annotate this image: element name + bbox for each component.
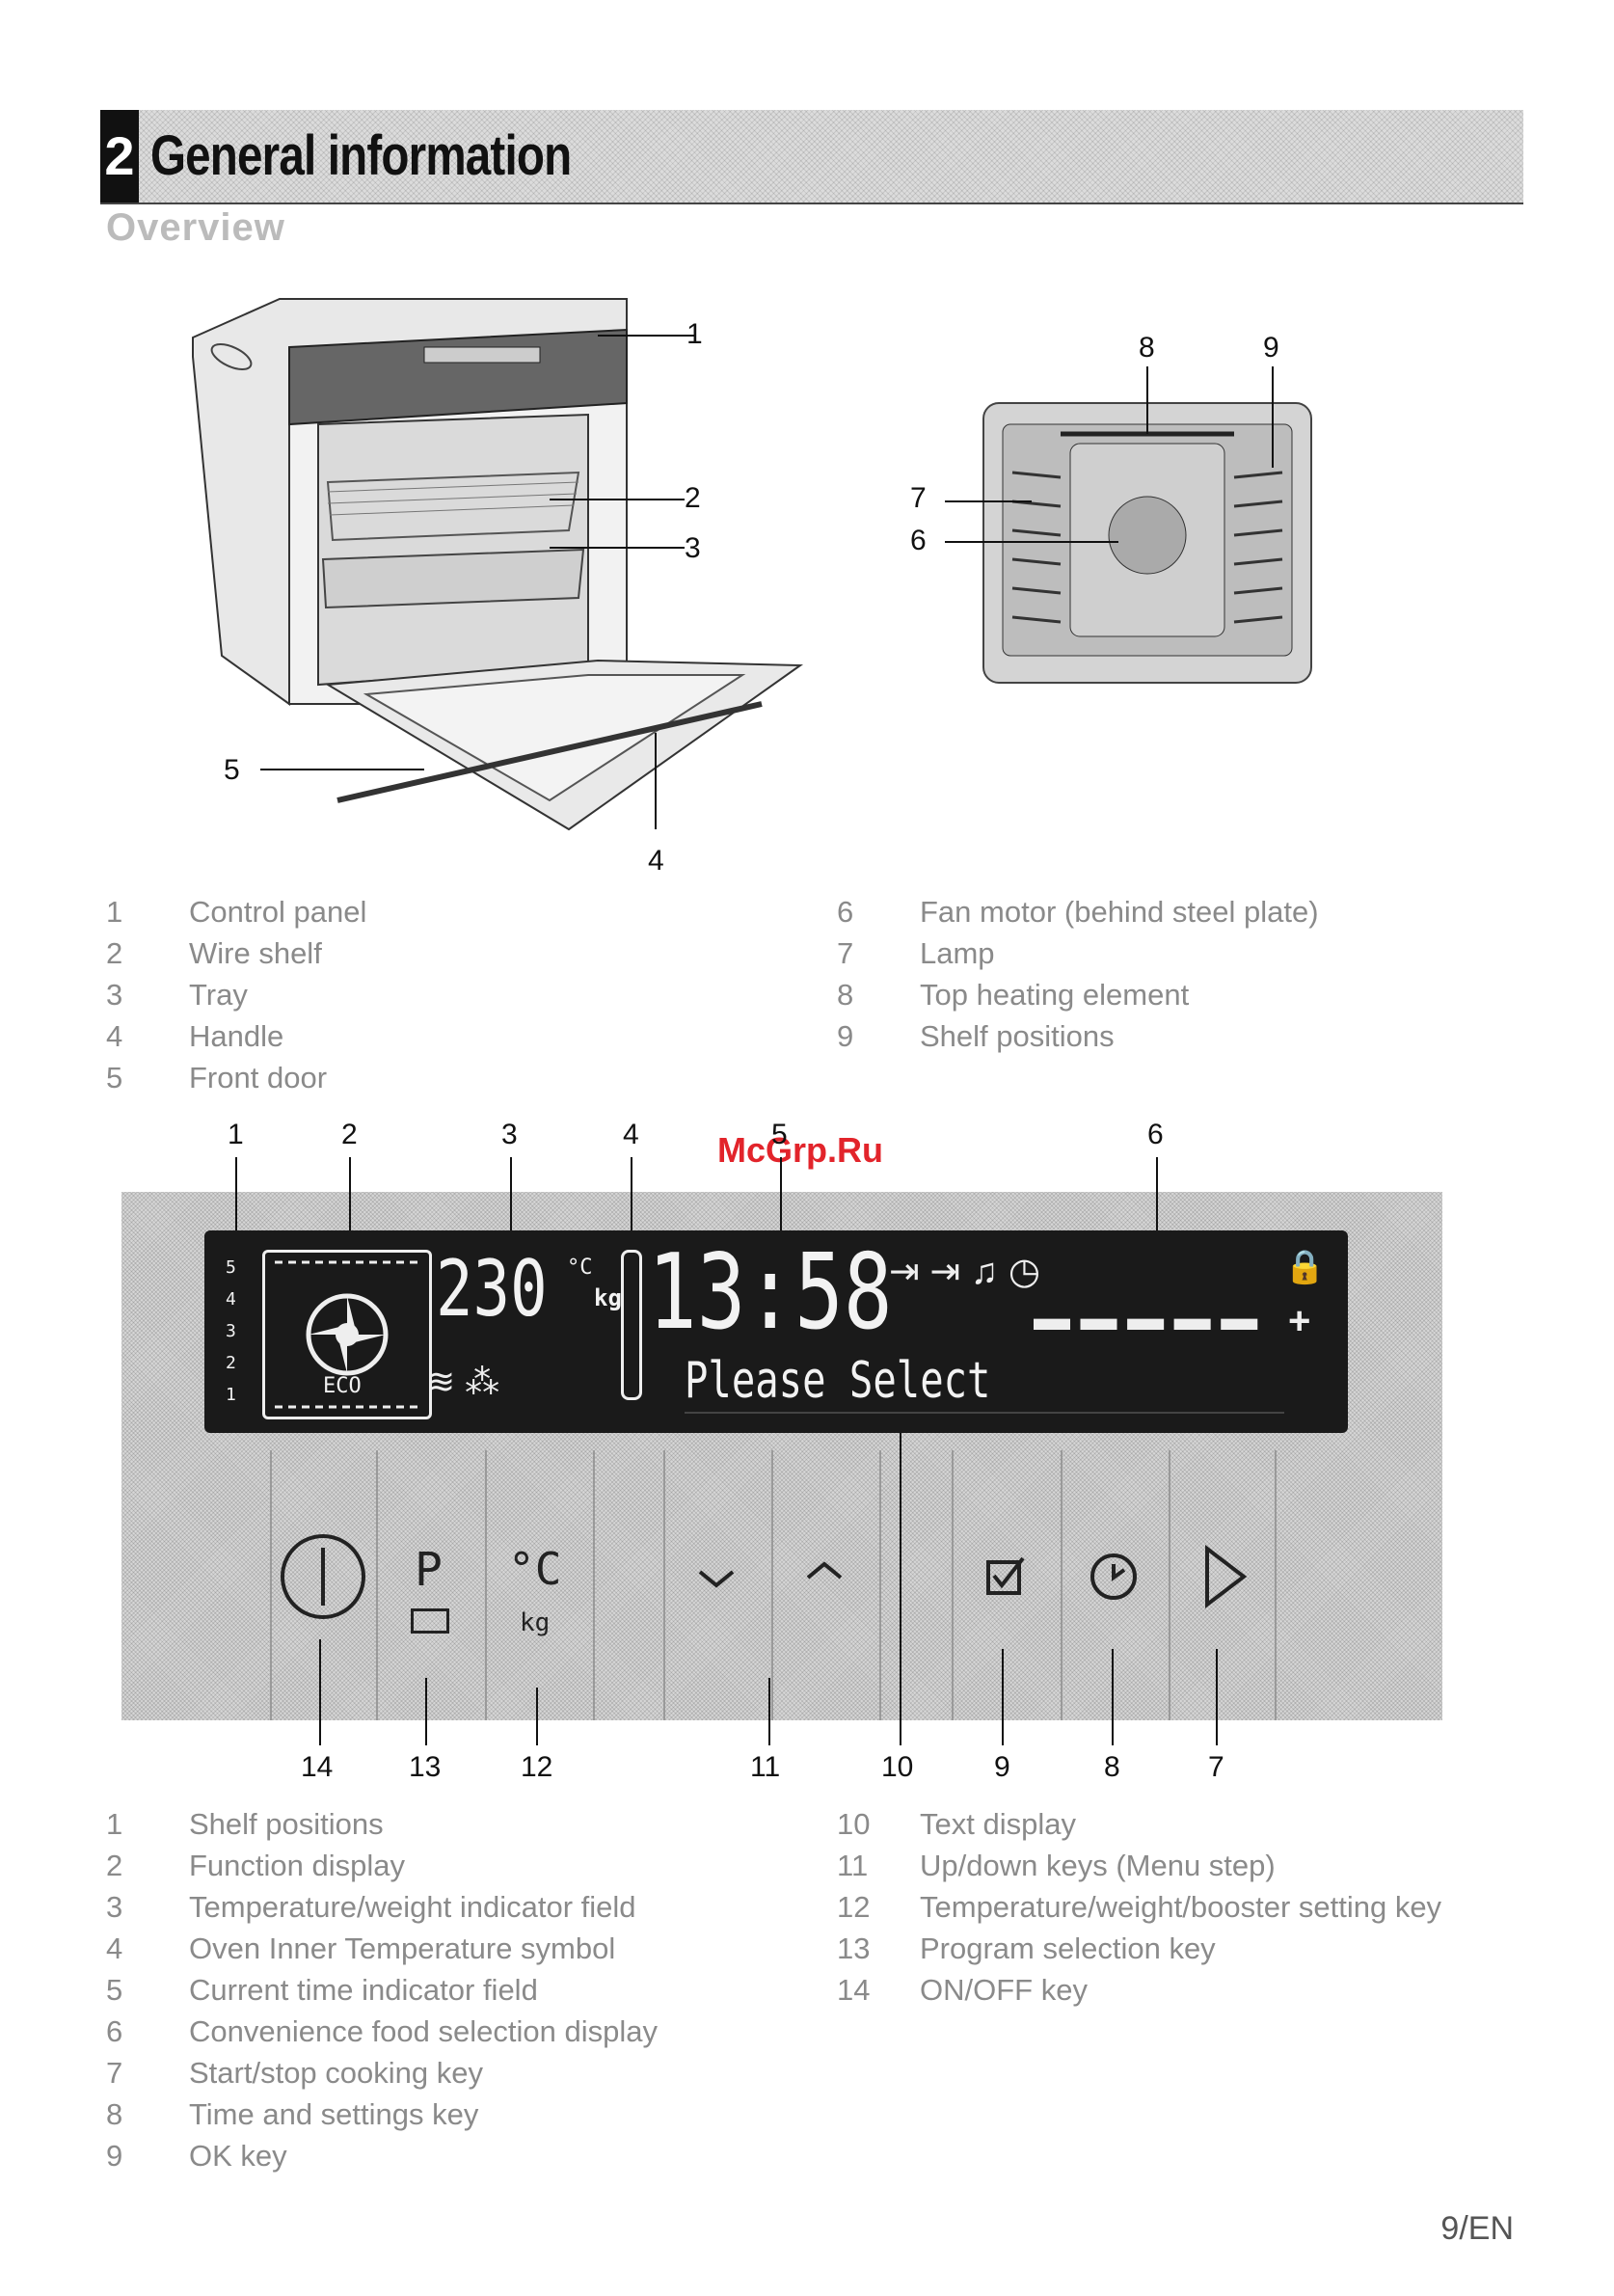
panel-leader-lines [235, 1157, 1218, 1745]
heating-icon: ≋ ⁂ [426, 1362, 500, 1401]
oven-interior-illustration [945, 366, 1312, 684]
panel-callout-9: 9 [994, 1751, 1010, 1783]
book-icon [411, 1608, 449, 1634]
panel-callout-1: 1 [228, 1119, 244, 1150]
plus-icon: + [1288, 1300, 1311, 1342]
clock-readout: 13:58 [648, 1232, 893, 1353]
callout-6: 6 [910, 525, 927, 556]
power-icon [281, 1534, 365, 1619]
chapter-number: 2 [100, 110, 139, 203]
ok-key[interactable] [952, 1504, 1058, 1649]
page-number: 9/EN [1440, 2210, 1514, 2247]
panel-callout-6: 6 [1147, 1119, 1164, 1150]
panel-callout-5: 5 [771, 1119, 788, 1150]
panel-callout-3: 3 [501, 1119, 518, 1150]
on-off-key[interactable] [270, 1504, 376, 1649]
checkbox-icon [986, 1556, 1025, 1595]
chapter-header: 2 General information [100, 110, 1523, 204]
oven-inner-temperature-icon [621, 1250, 642, 1400]
lcd-display: 5 4 3 2 1 ECO 230 °C kg ≋ ⁂ 13:58 ⇥ ⇥ ♫ … [204, 1230, 1348, 1433]
function-display: ECO [262, 1250, 432, 1419]
weight-unit: kg [594, 1284, 622, 1311]
callout-2: 2 [685, 482, 701, 514]
temp-key-label: °C [508, 1543, 562, 1595]
callout-1: 1 [686, 318, 703, 350]
callout-8: 8 [1139, 332, 1155, 364]
time-settings-key[interactable] [1061, 1504, 1167, 1649]
convenience-food-icons: ▬ ▬ ▬ ▬ ▬ [1034, 1298, 1258, 1338]
panel-callout-4: 4 [623, 1119, 639, 1150]
program-key-label: P [415, 1543, 443, 1597]
clock-icon [1090, 1553, 1137, 1600]
panel-callout-13: 13 [409, 1751, 442, 1783]
panel-callout-7: 7 [1208, 1751, 1224, 1783]
up-key[interactable] [771, 1504, 877, 1649]
lock-icon: 🔒 [1284, 1249, 1326, 1285]
text-display: Please Select [685, 1348, 1284, 1414]
callout-7: 7 [910, 482, 927, 514]
callout-9: 9 [1263, 332, 1279, 364]
down-key[interactable] [663, 1504, 769, 1649]
panel-callout-10: 10 [881, 1751, 914, 1783]
watermark: McGrp.Ru [717, 1130, 884, 1170]
panel-callout-11: 11 [750, 1751, 781, 1783]
temperature-readout: 230 [436, 1244, 548, 1334]
timer-icons: ⇥ ⇥ ♫ ◷ [889, 1252, 1041, 1292]
chevron-up-icon [806, 1561, 843, 1580]
section-heading: Overview [106, 206, 285, 249]
panel-callout-12: 12 [521, 1751, 553, 1783]
play-icon [1205, 1544, 1248, 1609]
panel-callout-2: 2 [341, 1119, 358, 1150]
chapter-title: General information [150, 124, 572, 187]
fan-icon [275, 1260, 419, 1409]
oven-illustration [192, 298, 804, 831]
panel-callout-8: 8 [1104, 1751, 1120, 1783]
program-selection-key[interactable]: P [376, 1504, 482, 1649]
kg-key-label: kg [520, 1608, 551, 1637]
temperature-unit: °C [567, 1256, 593, 1280]
panel-callout-14: 14 [301, 1751, 334, 1783]
callout-4: 4 [648, 845, 664, 877]
text-display-message: Please Select [685, 1352, 991, 1410]
callout-3: 3 [685, 532, 701, 564]
temperature-setting-key[interactable]: °C kg [485, 1504, 591, 1649]
start-stop-key[interactable] [1169, 1504, 1275, 1649]
eco-label: ECO [323, 1374, 362, 1398]
shelf-positions-indicator: 5 4 3 2 1 [226, 1257, 236, 1405]
chevron-down-icon [698, 1570, 735, 1588]
callout-5: 5 [224, 754, 240, 786]
